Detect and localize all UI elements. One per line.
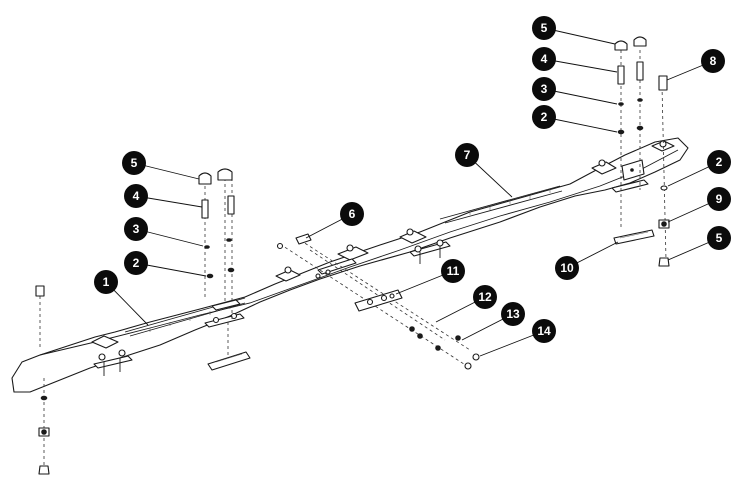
svg-text:8: 8 <box>710 54 717 68</box>
svg-text:3: 3 <box>541 82 548 96</box>
callout-11: 11 <box>395 259 465 295</box>
rail-slot-hatch <box>149 189 551 332</box>
svg-text:1: 1 <box>103 275 110 289</box>
callout-12: 12 <box>435 285 497 323</box>
rail-top-edge <box>39 149 679 356</box>
left-end-hardware <box>35 285 50 475</box>
clamp-1 <box>91 335 133 376</box>
callout-9: 9 <box>667 187 731 223</box>
svg-text:9: 9 <box>716 192 723 206</box>
svg-text:11: 11 <box>447 264 460 278</box>
rail-clamps <box>91 140 675 376</box>
svg-text:2: 2 <box>133 256 140 270</box>
callout-1: 1 <box>94 270 149 326</box>
svg-text:12: 12 <box>478 290 492 304</box>
callout-5-top-right: 5 <box>532 16 616 45</box>
callout-6: 6 <box>305 202 364 239</box>
right-bolt-group <box>614 36 670 267</box>
callouts: 1 2 2 2 3 3 4 <box>94 16 731 357</box>
callout-5-left: 5 <box>122 151 200 180</box>
svg-text:10: 10 <box>560 261 574 275</box>
callout-14: 14 <box>479 319 556 357</box>
cap-nut-left <box>198 172 212 185</box>
left-bolt-group <box>198 168 241 320</box>
bolt-left <box>201 199 209 219</box>
callout-4-right: 4 <box>532 47 618 73</box>
bolt-6 <box>295 233 312 245</box>
svg-text:4: 4 <box>133 189 140 203</box>
callout-2-right: 2 <box>667 150 731 187</box>
bolt-8 <box>658 75 668 91</box>
svg-text:7: 7 <box>464 148 471 162</box>
callout-5-bottom-right: 5 <box>667 226 731 261</box>
callout-2-left: 2 <box>124 251 207 277</box>
right-clamp-plate <box>613 229 655 245</box>
clamp-2 <box>204 312 245 328</box>
svg-text:5: 5 <box>131 156 138 170</box>
left-clamp-plate <box>207 322 251 371</box>
svg-text:2: 2 <box>541 110 548 124</box>
callout-10: 10 <box>555 241 619 280</box>
svg-text:13: 13 <box>506 307 520 321</box>
plate-11 <box>354 289 403 312</box>
clamp-3 <box>275 266 301 282</box>
callout-3-right: 3 <box>532 77 618 105</box>
svg-text:5: 5 <box>716 231 723 245</box>
center-hardware <box>276 233 480 370</box>
callout-4-left: 4 <box>124 184 203 208</box>
svg-text:3: 3 <box>133 222 140 236</box>
clamp-5 <box>399 228 451 264</box>
svg-text:4: 4 <box>541 52 548 66</box>
rail-slot <box>124 185 563 337</box>
svg-text:2: 2 <box>716 155 723 169</box>
svg-text:14: 14 <box>537 324 551 338</box>
callout-13: 13 <box>461 302 525 341</box>
callout-8: 8 <box>666 49 725 81</box>
callout-3-left: 3 <box>124 217 204 247</box>
svg-text:5: 5 <box>541 21 548 35</box>
callout-7: 7 <box>455 143 513 198</box>
callout-2-top-right: 2 <box>532 105 618 133</box>
svg-text:6: 6 <box>349 207 356 221</box>
